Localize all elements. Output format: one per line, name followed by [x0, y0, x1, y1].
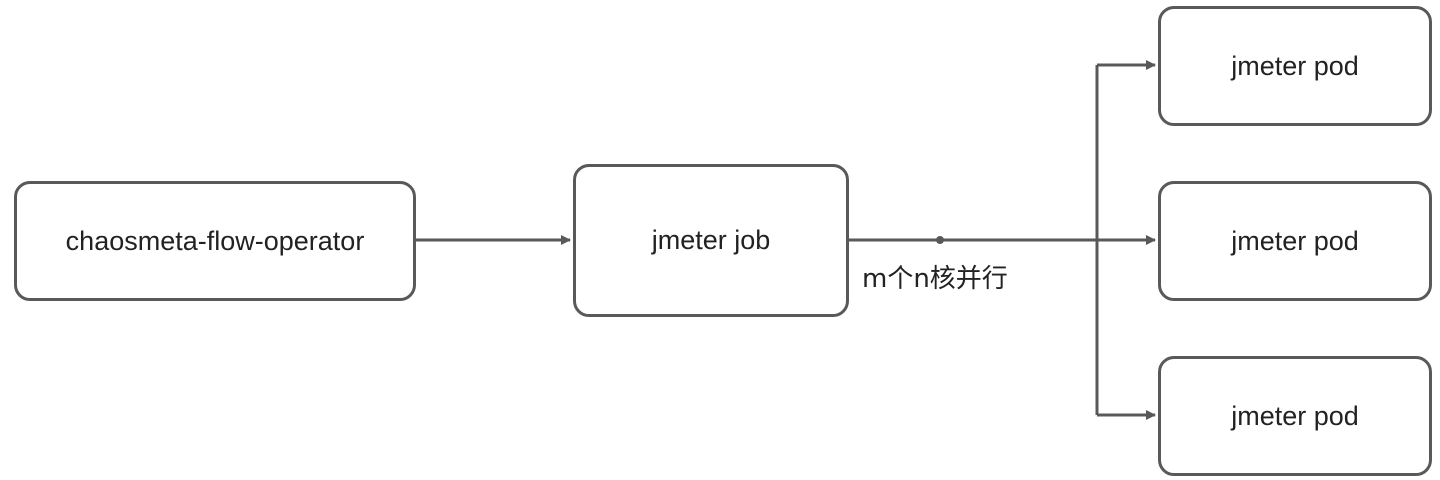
node-label: jmeter job — [651, 225, 771, 255]
node-jmeter-job[interactable]: jmeter job — [573, 164, 849, 317]
node-label: jmeter pod — [1231, 400, 1359, 431]
node-jmeter-pod-2[interactable]: jmeter pod — [1158, 181, 1432, 301]
node-label: chaosmeta-flow-operator — [65, 225, 365, 256]
node-label: jmeter pod — [1231, 225, 1359, 256]
node-label: jmeter pod — [1231, 50, 1359, 81]
edge-label-parallelism: m个n核并行 — [862, 264, 1008, 294]
node-jmeter-pod-3[interactable]: jmeter pod — [1158, 356, 1432, 476]
node-jmeter-pod-1[interactable]: jmeter pod — [1158, 6, 1432, 126]
junction-dot — [936, 236, 944, 244]
node-chaosmeta-flow-operator[interactable]: chaosmeta-flow-operator — [14, 181, 416, 301]
